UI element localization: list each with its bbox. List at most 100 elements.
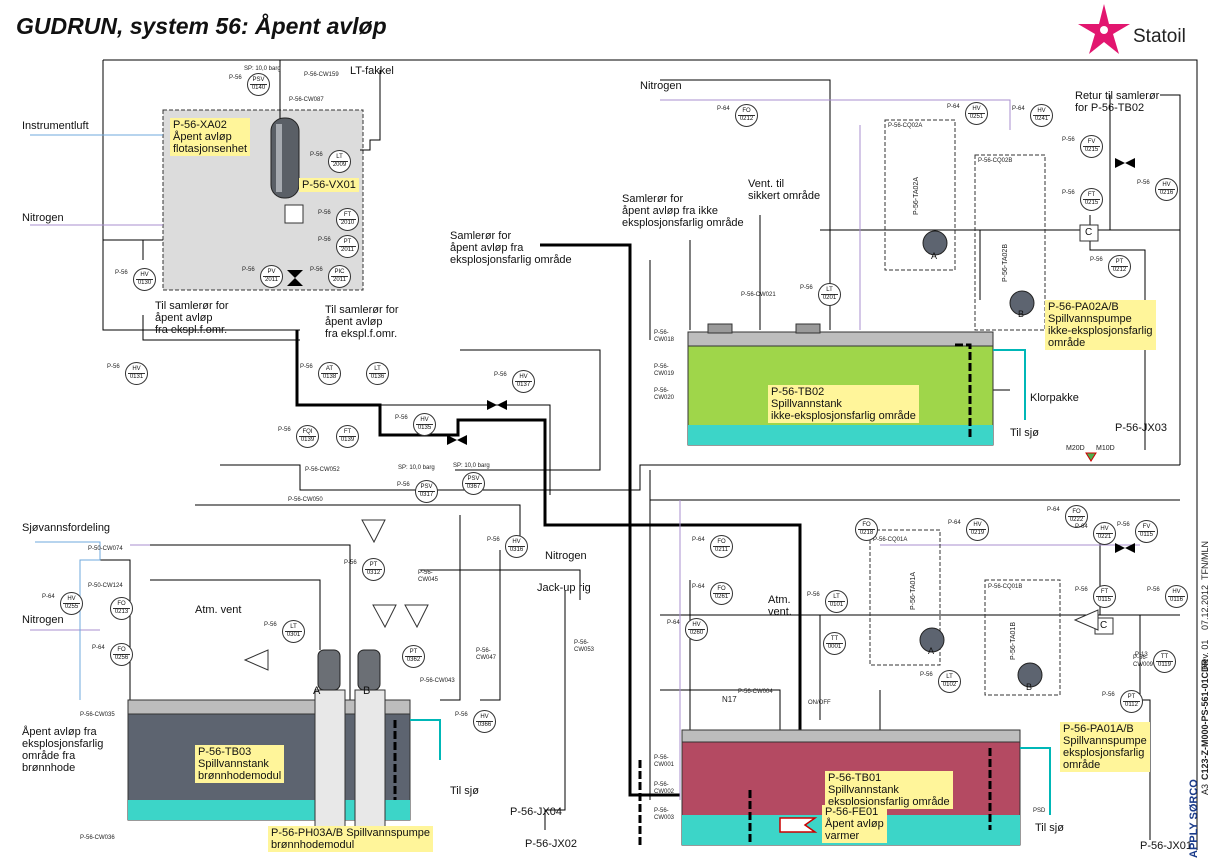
pump-a-tb01-letter: A — [928, 646, 935, 656]
instrument-number: 0260 — [689, 630, 704, 636]
instrument-type: HV — [416, 417, 433, 425]
tag-psd: PSD — [1033, 808, 1046, 814]
instrument-number: 0135 — [417, 425, 432, 431]
pump-a-left-letter: A — [313, 685, 321, 697]
instrument-type: PT — [1123, 694, 1140, 702]
instrument-number: 0261 — [714, 594, 729, 600]
label-sjovann: Sjøvannsfordeling — [22, 522, 111, 534]
instrument-prefix: P-56 — [1147, 587, 1160, 593]
instrument-number: 0213 — [114, 609, 129, 615]
psd-symbols — [243, 519, 1099, 671]
label-nitrogen-mid: Nitrogen — [545, 550, 587, 562]
instrument-type: TT — [826, 636, 843, 644]
instrument-prefix: P-56 — [1075, 587, 1088, 593]
instrument-type: AT — [321, 366, 338, 374]
tag-cw018: P-56- CW018 — [654, 330, 675, 343]
label-tb01: P-56-TB01 Spillvannstank eksplosjonsfarl… — [825, 771, 953, 809]
label-retur: Retur til samlerør for P-56-TB02 — [1075, 90, 1160, 114]
tag-cq01b: P-56-CQ01B — [988, 584, 1023, 590]
tag-sp-top: SP: 10,0 barg — [244, 66, 281, 72]
instrument-number: 0316 — [509, 547, 524, 553]
instrument-type: HV — [688, 622, 705, 630]
instrument-prefix: P-56 — [395, 415, 408, 421]
label-til-sjo-tb03: Til sjø — [450, 785, 479, 797]
instrument-prefix: P-64 — [692, 537, 705, 543]
instrument-prefix: P-56 — [300, 364, 313, 370]
instrument-type: HV — [1033, 108, 1050, 116]
instrument-number: 0139 — [340, 437, 355, 443]
title-block: APPLY SØRCO C123-Z-M000-PS-561-01CDR A3 … — [1186, 541, 1226, 860]
tag-cw043: P-56-CW043 — [420, 678, 455, 684]
tag-cw003: P-56- CW003 — [654, 808, 675, 821]
instrument-prefix: P-56 — [920, 672, 933, 678]
instrument-prefix: P-64 — [1012, 106, 1025, 112]
label-jx02: P-56-JX02 — [525, 838, 577, 850]
instrument-type: PSV — [250, 77, 267, 85]
label-samleror-fra: Samlerør for åpent avløp fra eksplosjons… — [450, 230, 572, 266]
instrument-type: LT — [369, 366, 386, 374]
tag-ta01b: P-56-TA01B — [1010, 622, 1017, 660]
instrument-prefix: P-64 — [1075, 524, 1088, 530]
instrument-type: PT — [365, 562, 382, 570]
tag-cw159: P-56-CW159 — [304, 72, 339, 78]
instrument-number: 0312 — [366, 570, 381, 576]
instrument-prefix: P-64 — [948, 520, 961, 526]
label-nitrogen-top: Nitrogen — [640, 80, 682, 92]
instrument-number: 0317 — [419, 492, 434, 498]
tag-onoff: ON/OFF — [808, 700, 831, 706]
label-vx01: P-56-VX01 — [299, 178, 359, 192]
instrument-prefix: P-56 — [344, 560, 357, 566]
tag-cw053: P-56- CW053 — [574, 640, 595, 653]
label-xa02: P-56-XA02 Åpent avløp flotasjonsenhet — [170, 118, 250, 156]
instrument-type: PSV — [465, 476, 482, 484]
instrument-number: 0130 — [137, 280, 152, 286]
date: 07.12.2012 — [1200, 584, 1210, 630]
statoil-logo-star — [1078, 4, 1130, 54]
instrument-number: 0001 — [827, 644, 842, 650]
instrument-number: 0251 — [969, 114, 984, 120]
label-jx03: P-56-JX03 — [1115, 422, 1167, 434]
instrument-prefix: P-64 — [717, 106, 730, 112]
instrument-number: 2011 — [333, 277, 346, 283]
tag-cw021: P-56-CW021 — [741, 292, 776, 298]
instrument-type: HV — [515, 374, 532, 382]
instrument-type: FO — [113, 601, 130, 609]
tag-cw035: P-56-CW035 — [80, 712, 115, 718]
instrument-number: 0201 — [822, 295, 837, 301]
instrument-number: 0241 — [1034, 116, 1049, 122]
instrument-prefix: P-56 — [278, 427, 291, 433]
author: TFN/MLN — [1200, 541, 1210, 580]
status-marker — [1085, 452, 1097, 462]
label-nitrogen-left: Nitrogen — [22, 212, 64, 224]
instrument-number: 0212 — [739, 116, 754, 122]
instrument-number: 0101 — [829, 602, 844, 608]
instrument-type: FO — [1068, 509, 1085, 517]
label-jackup: Jack-up rig — [537, 582, 591, 594]
instrument-number: 0215 — [1084, 200, 1099, 206]
instrument-type: FT — [1083, 192, 1100, 200]
instrument-prefix: P-56 — [455, 712, 468, 718]
instrument-type: FO — [858, 522, 875, 530]
instrument-number: 0212 — [1112, 267, 1127, 273]
label-nitrogen-bottom: Nitrogen — [22, 614, 64, 626]
instrument-prefix: P-64 — [92, 645, 105, 651]
instrument-number: 0119 — [1158, 662, 1171, 668]
instrument-prefix: P-56 — [264, 622, 277, 628]
instrument-number: 0115 — [1098, 597, 1111, 603]
